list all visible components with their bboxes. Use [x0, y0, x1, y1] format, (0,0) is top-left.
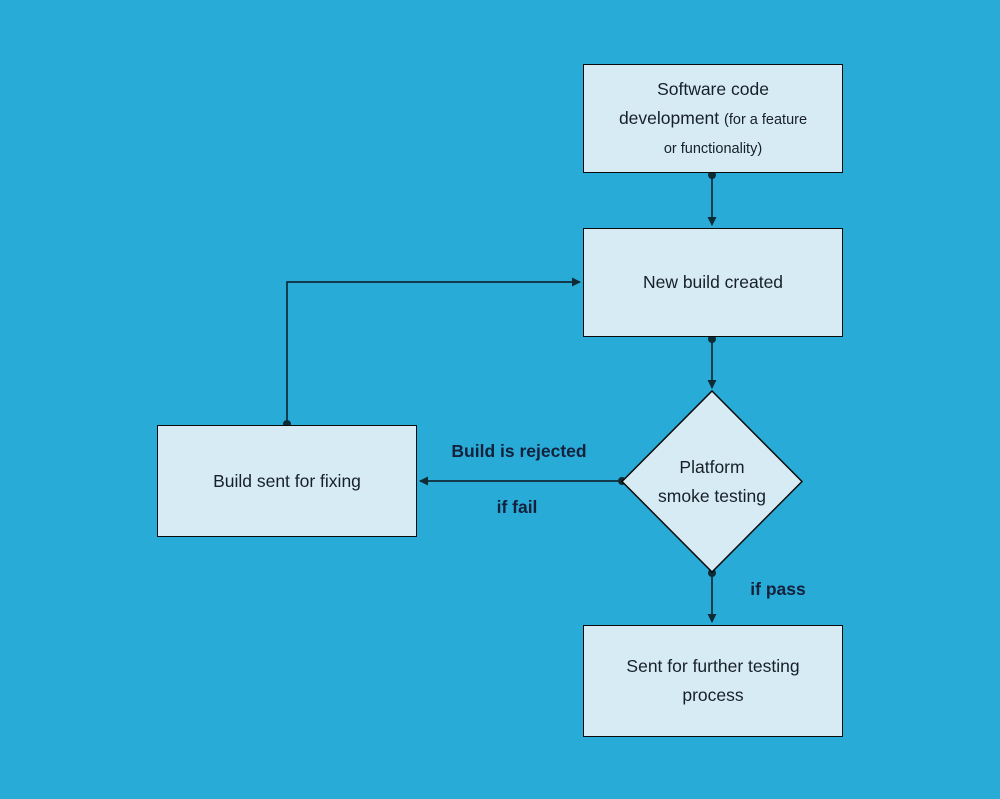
edge-origin-dot	[708, 335, 716, 343]
edge-label-if-pass: if pass	[750, 579, 806, 599]
edge-origin-dot	[708, 171, 716, 179]
node-build-sent-for-fixing: Build sent for fixing	[157, 425, 417, 537]
node-smoke-testing-label: Platform smoke testing	[658, 457, 766, 506]
edge-fix-to-new-build	[286, 277, 581, 424]
edge-label-build-is-rejected: Build is rejected	[451, 441, 587, 461]
node-software-development-note: (for a feature or functionality)	[663, 112, 808, 157]
edge-label-if-fail: if fail	[496, 497, 538, 517]
node-new-build-created: New build created	[583, 228, 843, 337]
node-software-development: Software code development (for a feature…	[583, 64, 843, 173]
node-sent-for-further-testing: Sent for further testing process	[583, 625, 843, 737]
node-software-development-text: Software code development (for a feature…	[618, 79, 808, 157]
node-smoke-testing-diamond	[620, 389, 804, 574]
